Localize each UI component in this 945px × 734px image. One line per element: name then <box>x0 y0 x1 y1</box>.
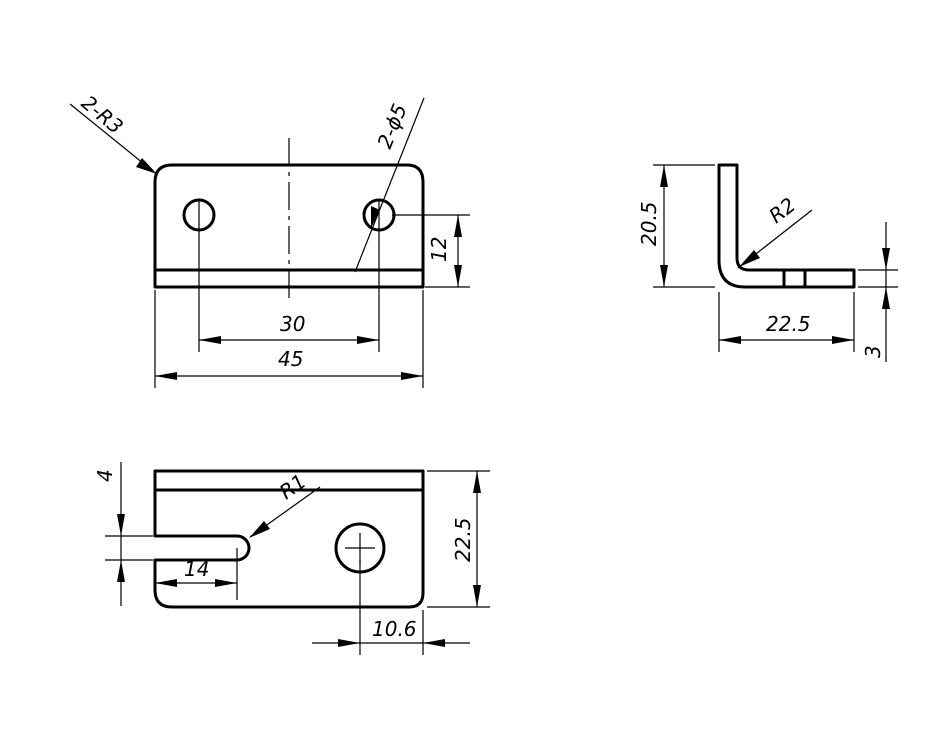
dim-thickness: 3 <box>861 345 885 358</box>
top-view: 4 14 22.5 10.6 R1 <box>93 462 490 655</box>
front-outline <box>153 163 425 289</box>
dim-side-length: 22.5 <box>766 312 811 336</box>
top-outline <box>153 469 425 609</box>
dim-corner-radius: 2-R3 <box>77 90 128 138</box>
dim-slot-length: 14 <box>184 557 209 581</box>
dim-hole-spacing: 30 <box>280 312 305 336</box>
dim-slot-width: 4 <box>93 469 117 482</box>
front-view: 30 45 12 2-R3 2-ϕ5 <box>69 90 470 388</box>
side-view: 20.5 22.5 3 R2 <box>637 163 898 362</box>
dim-side-height: 20.5 <box>637 201 661 246</box>
dim-bend-radius: R2 <box>764 193 800 228</box>
dim-overall-length: 45 <box>278 347 303 371</box>
dim-hole-height: 12 <box>427 237 451 262</box>
dim-slot-radius: R1 <box>275 469 311 504</box>
side-outline <box>717 163 856 289</box>
dim-hole-offset: 10.6 <box>372 617 417 641</box>
dim-top-depth: 22.5 <box>451 517 475 562</box>
